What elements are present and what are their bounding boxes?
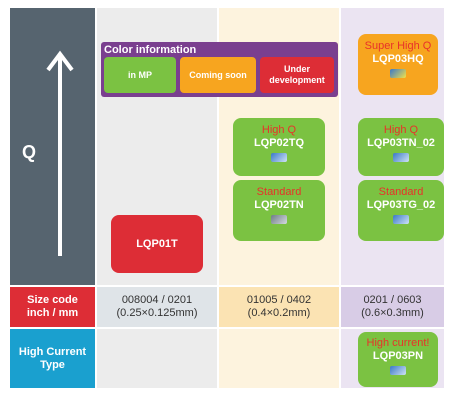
q-axis-column — [10, 8, 95, 285]
chip-lqp02tq[interactable]: High Q LQP02TQ — [233, 118, 325, 176]
chip-part-number: LQP03TN_02 — [367, 137, 435, 149]
high-current-cell-01005 — [219, 329, 339, 388]
high-current-header: High Current Type — [10, 329, 95, 388]
component-image-icon — [271, 215, 287, 224]
legend-in-mp: in MP — [104, 57, 176, 93]
size-cell-008004: 008004 / 0201 (0.25×0.125mm) — [97, 287, 217, 327]
chip-grade: Super High Q — [364, 40, 432, 52]
size-code: 008004 / 0201 — [121, 294, 193, 306]
size-dims: (0.4×0.2mm) — [247, 307, 311, 319]
chip-part-number: LQP03TG_02 — [366, 199, 436, 211]
size-dims: (0.6×0.3mm) — [361, 307, 424, 319]
high-current-header-line2: Type — [40, 358, 65, 371]
chip-lqp01t[interactable]: LQP01T — [111, 215, 203, 273]
chip-grade: High current! — [366, 337, 430, 349]
chip-lqp03tn-02[interactable]: High Q LQP03TN_02 — [358, 118, 444, 176]
chip-part-number: LQP01T — [136, 237, 178, 250]
chip-part-number: LQP02TN — [254, 199, 304, 211]
size-code-header-line1: Size code — [27, 294, 78, 306]
component-image-icon — [271, 153, 287, 162]
chip-lqp03hq[interactable]: Super High Q LQP03HQ — [358, 34, 438, 95]
chip-grade: Standard — [378, 186, 424, 198]
legend-under-development-label: Under development — [269, 64, 325, 85]
size-cell-0201: 0201 / 0603 (0.6×0.3mm) — [341, 287, 444, 327]
chip-part-number: LQP02TQ — [253, 137, 305, 149]
component-image-icon — [390, 69, 406, 78]
size-code-header-line2: inch / mm — [26, 307, 79, 319]
legend-coming-soon: Coming soon — [180, 57, 256, 93]
size-code: 0201 / 0603 — [363, 294, 422, 306]
chip-part-number: LQP03HQ — [372, 53, 424, 65]
q-arrow-icon — [46, 50, 74, 256]
q-axis-label: Q — [22, 142, 37, 162]
chip-lqp02tn[interactable]: Standard LQP02TN — [233, 180, 325, 241]
size-code-header: Size code inch / mm — [10, 287, 95, 327]
high-current-cell-008004 — [97, 329, 217, 388]
chip-lqp03pn[interactable]: High current! LQP03PN — [358, 332, 438, 387]
chip-grade: High Q — [261, 124, 297, 136]
chip-grade: High Q — [383, 124, 419, 136]
chip-grade: Standard — [256, 186, 302, 198]
component-image-icon — [390, 366, 406, 375]
component-image-icon — [393, 215, 409, 224]
high-current-header-line1: High Current — [18, 345, 87, 358]
chip-part-number: LQP03PN — [372, 350, 424, 362]
legend-under-development: Under development — [260, 57, 334, 93]
size-code: 01005 / 0402 — [246, 294, 312, 306]
component-image-icon — [393, 153, 409, 162]
size-cell-01005: 01005 / 0402 (0.4×0.2mm) — [219, 287, 339, 327]
legend-title: Color information — [104, 44, 197, 56]
chip-lqp03tg-02[interactable]: Standard LQP03TG_02 — [358, 180, 444, 241]
size-dims: (0.25×0.125mm) — [116, 307, 198, 319]
